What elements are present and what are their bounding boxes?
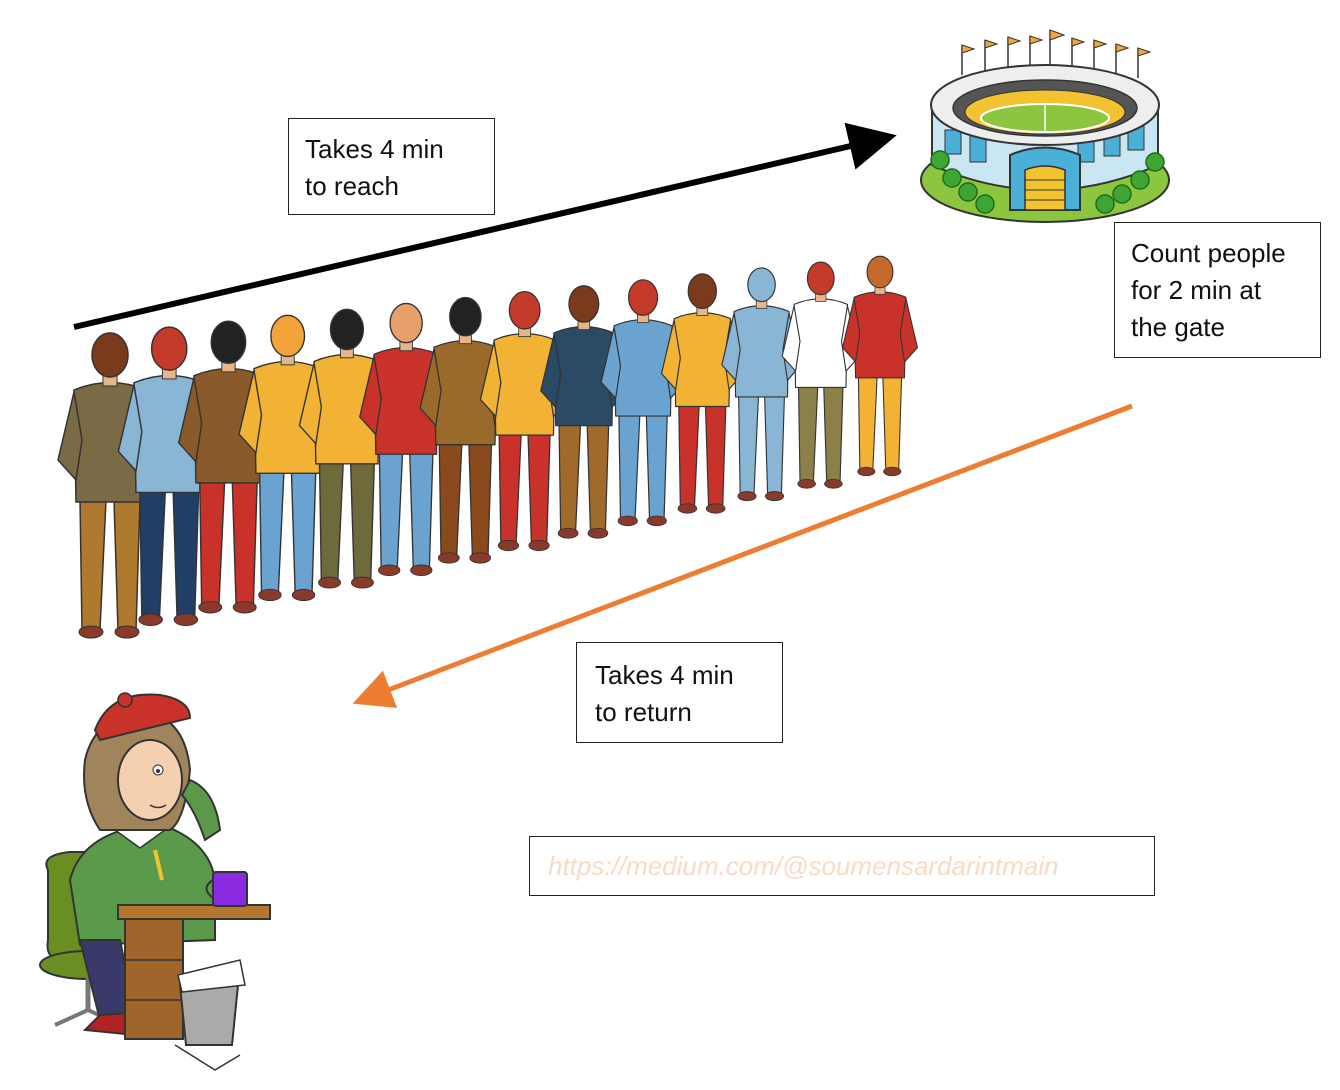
- arrow-to-stadium: [73, 122, 897, 330]
- queue-person: [298, 308, 396, 589]
- label-line: Takes 4 min: [305, 134, 444, 164]
- label-takes-4-min-to-reach: Takes 4 min to reach: [288, 118, 495, 215]
- queue-person: [600, 279, 686, 527]
- label-line: Count people: [1131, 238, 1286, 268]
- stadium-icon: [920, 29, 1170, 223]
- label-line: Takes 4 min: [595, 660, 734, 690]
- queue-person: [359, 302, 454, 577]
- label-line: to reach: [305, 171, 399, 201]
- label-takes-4-min-to-return: Takes 4 min to return: [576, 642, 783, 743]
- label-line: the gate: [1131, 312, 1225, 342]
- queue-of-people: [57, 255, 919, 639]
- watermark-url-text: https://medium.com/@soumensardarintmain: [548, 851, 1059, 881]
- watermark-url: https://medium.com/@soumensardarintmain: [529, 836, 1155, 896]
- queue-person: [540, 285, 628, 539]
- queue-person: [841, 255, 919, 477]
- arrow-return: [352, 403, 1133, 708]
- queue-person: [660, 273, 744, 514]
- label-count-people: Count people for 2 min at the gate: [1114, 222, 1321, 358]
- queue-person: [117, 326, 221, 627]
- person-at-desk-icon: [39, 692, 271, 1071]
- queue-person: [781, 261, 860, 489]
- queue-person: [177, 320, 280, 614]
- label-line: for 2 min at: [1131, 275, 1262, 305]
- queue-person: [479, 290, 570, 552]
- queue-person: [238, 314, 338, 602]
- label-line: to return: [595, 697, 692, 727]
